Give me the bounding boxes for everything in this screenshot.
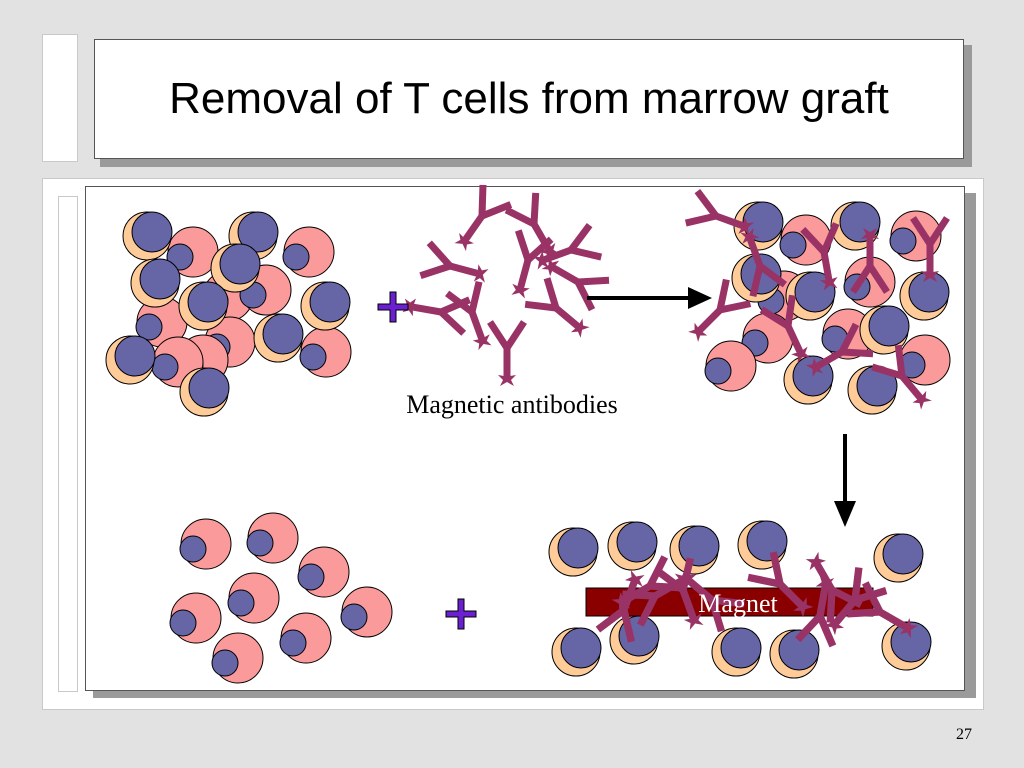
free-magnetic-antibodies	[402, 184, 610, 386]
t-cell	[253, 313, 304, 363]
marrow-cell	[135, 296, 188, 348]
t-cell	[122, 211, 173, 261]
antibody	[805, 322, 874, 378]
down-arrow	[834, 434, 856, 527]
page-number: 27	[956, 726, 972, 743]
marrow-cell	[779, 214, 832, 266]
mixed-marrow-cells	[105, 211, 352, 417]
t-cell	[178, 281, 229, 331]
t-cell	[769, 629, 820, 679]
t-cell	[873, 533, 924, 583]
antibody	[795, 575, 837, 648]
antibody	[524, 277, 590, 338]
marrow-cell	[246, 512, 299, 564]
t-cell	[737, 520, 788, 570]
t-cell	[210, 243, 261, 293]
antibody	[419, 240, 489, 283]
marrow-cell	[297, 546, 350, 598]
antibody	[595, 569, 645, 643]
marrow-cell	[166, 226, 219, 278]
process-arrows	[587, 287, 856, 527]
marrow-cell	[340, 586, 393, 638]
antibody	[740, 227, 787, 298]
t-cell	[300, 281, 351, 331]
left-frame-top	[42, 34, 78, 162]
t-cell-depleted-marrow	[169, 512, 393, 684]
antibody	[487, 320, 527, 386]
antibody	[910, 216, 950, 282]
t-cell	[881, 621, 932, 671]
antibody	[871, 344, 932, 410]
antibody	[684, 189, 755, 236]
t-cell	[711, 627, 762, 677]
plus-sign	[377, 291, 409, 323]
antibody	[532, 223, 603, 270]
left-frame-bottom	[58, 196, 78, 692]
plus-sign	[445, 598, 477, 630]
antibody	[676, 568, 745, 633]
marrow-cell	[299, 326, 352, 378]
antibody	[759, 294, 811, 364]
antibody	[747, 551, 814, 618]
antibody	[541, 256, 610, 312]
magnet-captured-t-cells	[548, 520, 932, 679]
antibody	[454, 184, 513, 252]
t-cell	[847, 365, 898, 415]
marrow-cell	[227, 572, 280, 624]
antibody	[850, 228, 890, 294]
marrow-cell	[179, 518, 232, 570]
t-cell	[859, 305, 910, 355]
antibody	[800, 222, 840, 291]
t-cell	[548, 527, 599, 577]
t-cell	[669, 525, 720, 575]
t-cell	[551, 627, 602, 677]
right-arrow	[587, 287, 712, 309]
t-cell	[607, 521, 658, 571]
t-cell	[899, 271, 950, 321]
marrow-cell	[282, 226, 335, 278]
title-box: Removal of T cells from marrow graft	[94, 39, 964, 159]
plus-signs	[377, 291, 477, 630]
antibody-bound-cells	[684, 189, 951, 415]
antibody	[445, 280, 492, 351]
t-cell	[130, 258, 181, 308]
marrow-cell	[704, 340, 757, 392]
t-cell	[179, 367, 230, 417]
antibody	[847, 581, 919, 639]
t-cell	[105, 335, 156, 385]
antibody	[402, 296, 471, 336]
magnetic-antibodies-label: Magnetic antibodies	[406, 390, 618, 419]
slide-title: Removal of T cells from marrow graft	[169, 74, 889, 123]
magnet-label: Magnet	[698, 589, 778, 618]
marrow-cell	[169, 592, 222, 644]
marrow-cell	[279, 612, 332, 664]
antibody	[688, 278, 752, 342]
marrow-cell	[211, 632, 264, 684]
marrow-cell	[898, 334, 951, 386]
antibody	[511, 229, 554, 299]
